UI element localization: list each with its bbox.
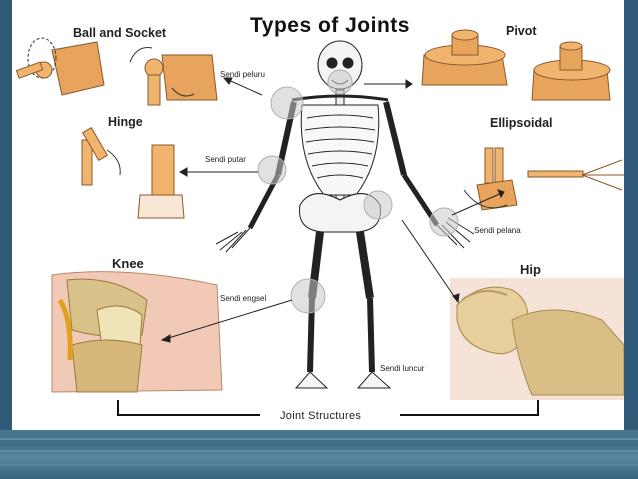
neck-joint-highlight <box>327 69 353 95</box>
label-hinge: Hinge <box>108 115 143 129</box>
callout-sendi-putar: Sendi putar <box>205 155 246 164</box>
hip-illustration <box>450 278 624 400</box>
knee-joint-highlight <box>290 278 326 314</box>
ball-socket-illustration <box>15 37 218 106</box>
slide-frame-left <box>0 0 12 430</box>
label-knee: Knee <box>112 256 144 271</box>
diagram-illustration <box>15 29 624 416</box>
elbow-joint-highlight <box>257 155 287 185</box>
callout-sendi-engsel: Sendi engsel <box>220 294 267 303</box>
sea-background <box>0 430 638 479</box>
hip-joint-highlight <box>363 190 393 220</box>
pivot-illustration <box>421 29 611 101</box>
label-ellipsoidal: Ellipsoidal <box>490 116 553 130</box>
diagram-canvas: Types of Joints Ball and Socket Pivot Hi… <box>12 0 624 430</box>
ellipsoidal-illustration <box>463 147 624 211</box>
wrist-joint-highlight <box>429 207 459 237</box>
diagram-title: Types of Joints <box>250 14 410 37</box>
footer-joint-structures: Joint Structures <box>280 410 362 422</box>
joint-structures-bracket <box>117 400 539 416</box>
shoulder-joint-highlight <box>270 86 304 120</box>
knee-illustration <box>51 271 223 393</box>
slide-frame-right <box>624 0 638 430</box>
callout-sendi-pelana: Sendi pelana <box>474 226 521 235</box>
label-ball-and-socket: Ball and Socket <box>73 26 167 40</box>
joint-highlights <box>257 69 459 314</box>
callout-sendi-peluru: Sendi peluru <box>220 70 265 79</box>
label-pivot: Pivot <box>506 24 537 38</box>
pointer-arrows <box>160 77 505 343</box>
callout-sendi-luncur: Sendi luncur <box>380 364 425 373</box>
skeleton-figure <box>215 40 475 389</box>
hinge-illustration <box>81 126 185 219</box>
label-hip: Hip <box>520 262 541 277</box>
